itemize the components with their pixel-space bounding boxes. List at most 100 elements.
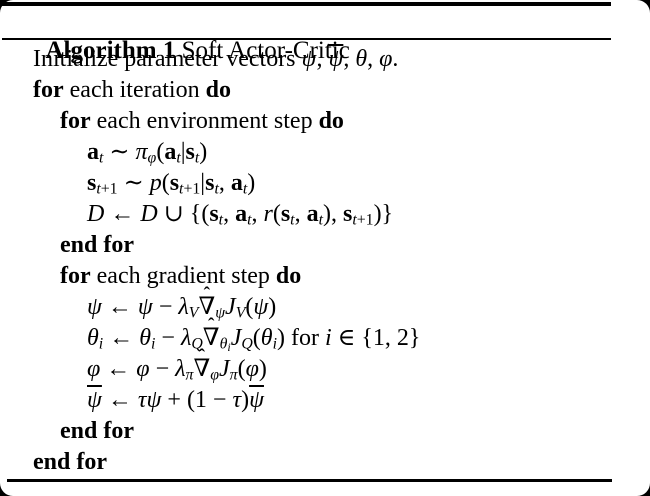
- segment-rm: −: [152, 294, 179, 320]
- segment-it: λ: [175, 356, 186, 382]
- segment-bf: end for: [60, 232, 134, 258]
- segment-rm: ∼: [117, 170, 150, 196]
- segment-it: ψ: [146, 387, 162, 413]
- segment-rm: each iteration: [63, 77, 206, 103]
- segment-rm: each environment step: [90, 108, 319, 134]
- segment-subrm: +1: [183, 180, 201, 198]
- line-for-gradient-step: for each gradient step do: [0, 261, 650, 292]
- segment-it: τ: [232, 387, 242, 413]
- segment-sub: t: [242, 180, 248, 198]
- segment-rm: ,: [223, 201, 236, 227]
- segment-rm: )}: [373, 201, 394, 227]
- segment-rm: .: [392, 46, 399, 72]
- segment-it: ψ: [253, 294, 269, 320]
- segment-rm: ): [241, 387, 250, 413]
- segment-it: φ: [136, 356, 150, 382]
- segment-vec: s: [169, 170, 180, 196]
- line-sample-transition: st+1 ∼ p(st+1|st, at): [0, 168, 650, 199]
- segment-sub: V: [188, 304, 199, 322]
- hat-accent-icon: ˆ: [207, 315, 215, 337]
- segment-rm: ←: [103, 325, 140, 351]
- segment-vec: s: [280, 201, 291, 227]
- segment-it: ψ: [87, 294, 102, 320]
- algorithm-caption-title: Soft Actor-Critic: [175, 37, 350, 64]
- segment-itol: ψ: [87, 387, 102, 413]
- segment-sub: Q: [191, 335, 203, 353]
- algorithm-caption: Algorithm 1 Soft Actor-Critic: [8, 7, 350, 94]
- segment-rm: ,: [294, 201, 307, 227]
- segment-rm: ,: [316, 46, 329, 72]
- segment-rm: ): [247, 170, 256, 196]
- segment-it: J: [230, 325, 242, 351]
- line-initialize: Initialize parameter vectors ψ, ψ, θ, φ.: [0, 44, 650, 75]
- segment-rm: ): [258, 356, 267, 382]
- segment-it: i: [324, 325, 332, 351]
- segment-it: θ: [87, 325, 99, 351]
- line-target-update: ψ ← τψ + (1 − τ)ψ: [0, 385, 650, 416]
- segment-sub: i: [98, 335, 104, 353]
- segment-rm: + (1 −: [161, 387, 233, 413]
- segment-sub: θ: [219, 335, 228, 353]
- segment-vec: a: [87, 139, 99, 165]
- line-replay-buffer-update: D ← D ∪ {(st, at, r(st, at), st+1)}: [0, 199, 650, 230]
- segment-sub: t: [218, 211, 224, 229]
- segment-it: p: [149, 170, 162, 196]
- segment-it: r: [263, 201, 273, 227]
- segment-bf: end for: [60, 418, 134, 444]
- segment-sub: t: [214, 180, 219, 198]
- segment-rm: ): [199, 139, 208, 165]
- segment-it: τ: [137, 387, 147, 413]
- segment-sub: t: [176, 149, 181, 167]
- segment-rm: each gradient step: [90, 263, 276, 289]
- segment-sub: i: [272, 335, 277, 353]
- top-rule: [2, 2, 611, 6]
- bottom-rule: [7, 479, 612, 482]
- segment-it: ψ: [137, 294, 153, 320]
- hat-accent-icon: ˆ: [203, 284, 211, 306]
- segment-sub: V: [235, 304, 246, 322]
- segment-rm: ∈ {1, 2}: [331, 325, 421, 351]
- segment-vec: s: [205, 170, 215, 196]
- segment-rm: ,: [367, 46, 380, 72]
- segment-it: π: [135, 139, 148, 165]
- line-end-for-environment: end for: [0, 230, 650, 261]
- caption-divider-rule: [2, 38, 611, 40]
- segment-sub: Q: [241, 335, 253, 353]
- segment-sub: π: [185, 366, 194, 384]
- line-for-environment-step: for each environment step do: [0, 106, 650, 137]
- line-for-iteration: for each iteration do: [0, 75, 650, 106]
- segment-it: λ: [180, 325, 192, 351]
- segment-rm: (: [156, 139, 165, 165]
- segment-vec: a: [235, 201, 248, 227]
- segment-bf: end for: [33, 449, 107, 475]
- segment-rm: ∼: [103, 139, 136, 165]
- segment-sub: i: [151, 335, 156, 353]
- nabla-symbol: ∇: [198, 294, 216, 320]
- segment-rm: |: [180, 139, 186, 165]
- segment-rm: ) for: [276, 325, 325, 351]
- segment-rm: (: [237, 356, 246, 382]
- segment-rm: −: [155, 325, 181, 351]
- segment-bf: for: [33, 77, 64, 103]
- hat-accent-icon: ˆ: [198, 346, 206, 368]
- segment-vec: a: [306, 201, 319, 227]
- segment-sub: t: [194, 149, 200, 167]
- segment-bf: for: [60, 108, 91, 134]
- segment-vec: s: [87, 170, 97, 196]
- segment-rm: ←: [101, 387, 138, 413]
- segment-rm: Initialize parameter vectors: [33, 46, 302, 72]
- algorithm-body: Initialize parameter vectors ψ, ψ, θ, φ.…: [0, 44, 650, 478]
- segment-rm: (: [161, 170, 170, 196]
- segment-bf: do: [205, 77, 231, 103]
- segment-vec: a: [230, 170, 243, 196]
- segment-rm: (: [252, 325, 261, 351]
- segment-rm: ←: [100, 356, 137, 382]
- segment-sub: t: [179, 180, 184, 198]
- segment-rm: ),: [322, 201, 343, 227]
- segment-sub: ψ: [215, 304, 226, 322]
